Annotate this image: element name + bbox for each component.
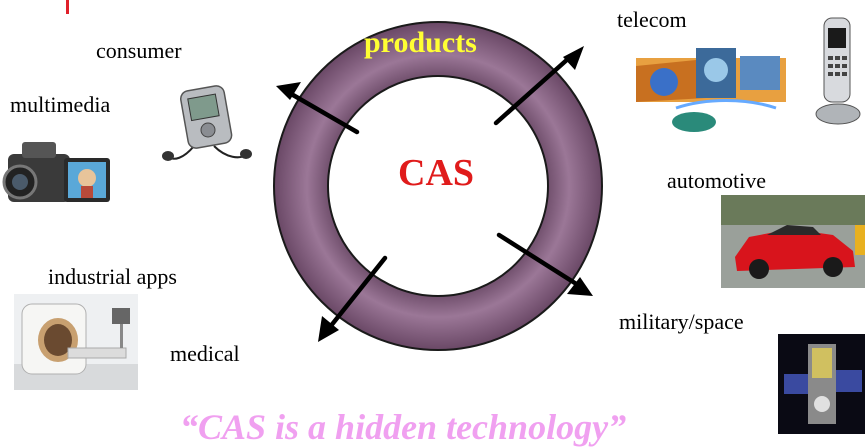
arrow-medical <box>327 255 388 330</box>
mp3-player-image <box>154 76 260 172</box>
label-automotive: automotive <box>667 168 766 193</box>
arrowhead-consumer <box>276 82 301 100</box>
label-telecom: telecom <box>617 7 687 32</box>
space-image <box>778 334 865 434</box>
arrowhead-military <box>567 277 593 296</box>
arrow-consumer <box>290 92 360 135</box>
phone-image <box>812 14 864 126</box>
camcorder-image <box>2 128 114 218</box>
accent-bar <box>66 0 69 14</box>
label-multimedia: multimedia <box>10 92 111 117</box>
arrowhead-medical <box>318 316 339 342</box>
label-military: military/space <box>619 309 744 334</box>
arrowhead-telecom <box>563 46 584 70</box>
bottom-caption: “CAS is a hidden technology” <box>180 407 627 447</box>
ring-label: products <box>364 26 477 59</box>
center-label: CAS <box>398 152 475 194</box>
arrow-telecom <box>493 55 572 126</box>
telecom-image <box>636 38 786 134</box>
mri-scanner-image <box>14 294 138 390</box>
arrow-military <box>496 232 581 288</box>
label-industrial: industrial apps <box>48 264 177 289</box>
label-medical: medical <box>170 341 240 366</box>
label-consumer: consumer <box>96 38 182 63</box>
car-image <box>721 195 865 288</box>
diagram-graphics <box>272 21 604 351</box>
